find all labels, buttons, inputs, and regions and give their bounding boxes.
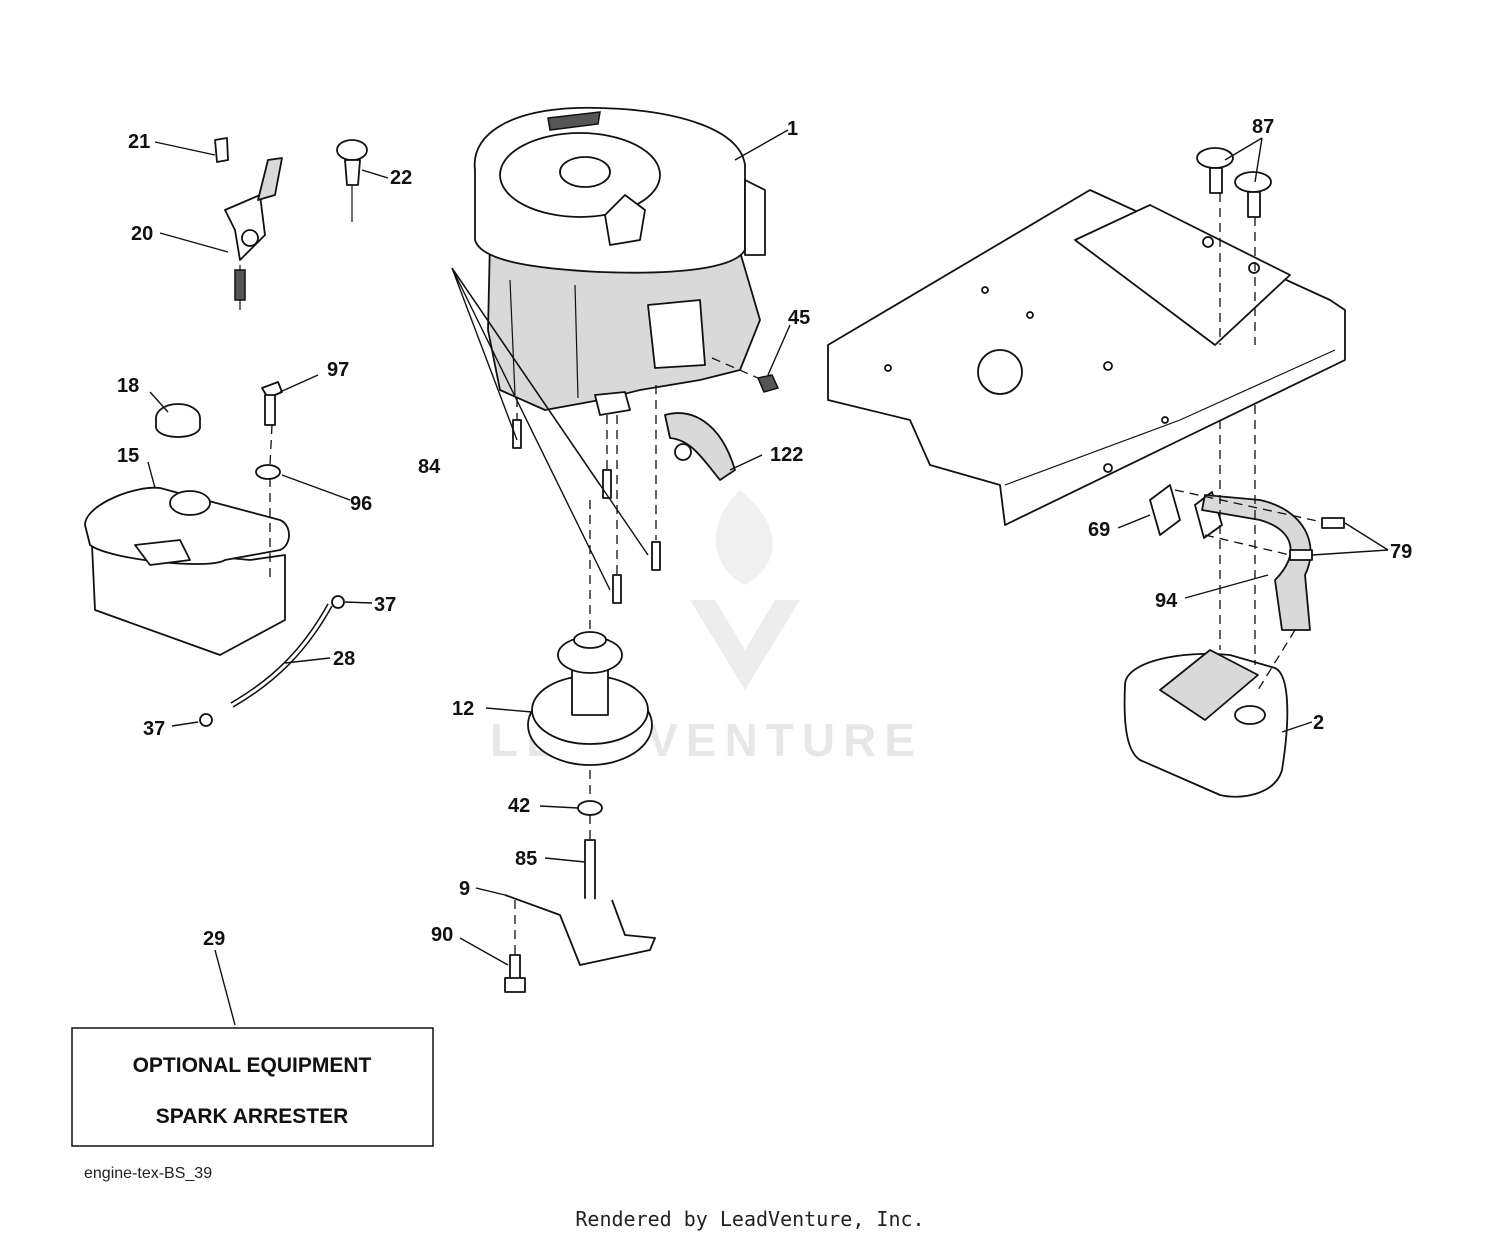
optional-equipment-box[interactable]: OPTIONAL EQUIPMENT SPARK ARRESTER xyxy=(71,1027,434,1147)
shield-nut[interactable] xyxy=(756,374,780,393)
spark-arrester-label: SPARK ARRESTER xyxy=(156,1105,349,1128)
render-credit: Rendered by LeadVenture, Inc. xyxy=(575,1207,924,1231)
frame-bolts[interactable] xyxy=(1196,147,1272,218)
callout-79[interactable]: 79 xyxy=(1390,541,1412,563)
callout-87[interactable]: 87 xyxy=(1252,116,1274,138)
callout-97[interactable]: 97 xyxy=(327,359,349,381)
bracket-bolt[interactable] xyxy=(504,954,526,993)
pulley-washer[interactable] xyxy=(577,800,603,816)
diagram-code: engine-tex-BS_39 xyxy=(84,1165,212,1182)
tank-bolt[interactable] xyxy=(261,381,283,426)
callout-18[interactable]: 18 xyxy=(117,375,139,397)
callout-1[interactable]: 1 xyxy=(787,118,798,140)
callout-28[interactable]: 28 xyxy=(333,648,355,670)
callout-69[interactable]: 69 xyxy=(1088,519,1110,541)
assembly-lines xyxy=(269,193,1323,955)
hose-clamp-lower[interactable] xyxy=(199,713,213,727)
callout-84[interactable]: 84 xyxy=(418,456,441,478)
exhaust-pipe[interactable] xyxy=(1201,494,1312,631)
throttle-control[interactable] xyxy=(214,137,283,310)
heat-shield[interactable] xyxy=(664,412,736,481)
engine-mount-bolts[interactable] xyxy=(512,419,661,604)
callout-29[interactable]: 29 xyxy=(203,928,225,950)
callout-122[interactable]: 122 xyxy=(770,444,803,466)
callout-9[interactable]: 9 xyxy=(459,878,470,900)
engine-part-1[interactable] xyxy=(473,106,766,416)
callout-2[interactable]: 2 xyxy=(1313,712,1324,734)
callout-90[interactable]: 90 xyxy=(431,924,453,946)
frame-holes xyxy=(884,236,1260,473)
callout-37-lower[interactable]: 37 xyxy=(143,718,165,740)
callout-85[interactable]: 85 xyxy=(515,848,537,870)
belt-guide-bracket[interactable] xyxy=(504,894,656,966)
callout-96[interactable]: 96 xyxy=(350,493,372,515)
optional-equipment-title: OPTIONAL EQUIPMENT xyxy=(133,1054,372,1077)
callout-94[interactable]: 94 xyxy=(1155,590,1178,612)
callout-21[interactable]: 21 xyxy=(128,131,150,153)
callout-37-upper[interactable]: 37 xyxy=(374,594,396,616)
hose-clamp-upper[interactable] xyxy=(331,595,345,609)
callout-12[interactable]: 12 xyxy=(452,698,474,720)
callout-22[interactable]: 22 xyxy=(390,167,412,189)
callout-42[interactable]: 42 xyxy=(508,795,530,817)
callout-20[interactable]: 20 xyxy=(131,223,153,245)
fuel-tank[interactable] xyxy=(84,486,290,656)
leader-lines xyxy=(147,129,1389,1026)
engine-pulley[interactable] xyxy=(527,631,653,766)
callout-labels: 1 2 9 12 15 18 20 21 22 28 29 37 37 42 4… xyxy=(117,116,1412,950)
choke-knob[interactable] xyxy=(336,139,368,222)
callout-15[interactable]: 15 xyxy=(117,445,139,467)
tank-washer[interactable] xyxy=(255,464,281,480)
muffler[interactable] xyxy=(1123,649,1289,798)
frame-deck[interactable] xyxy=(827,189,1346,526)
callout-45[interactable]: 45 xyxy=(788,307,810,329)
fuel-cap[interactable] xyxy=(155,403,201,438)
